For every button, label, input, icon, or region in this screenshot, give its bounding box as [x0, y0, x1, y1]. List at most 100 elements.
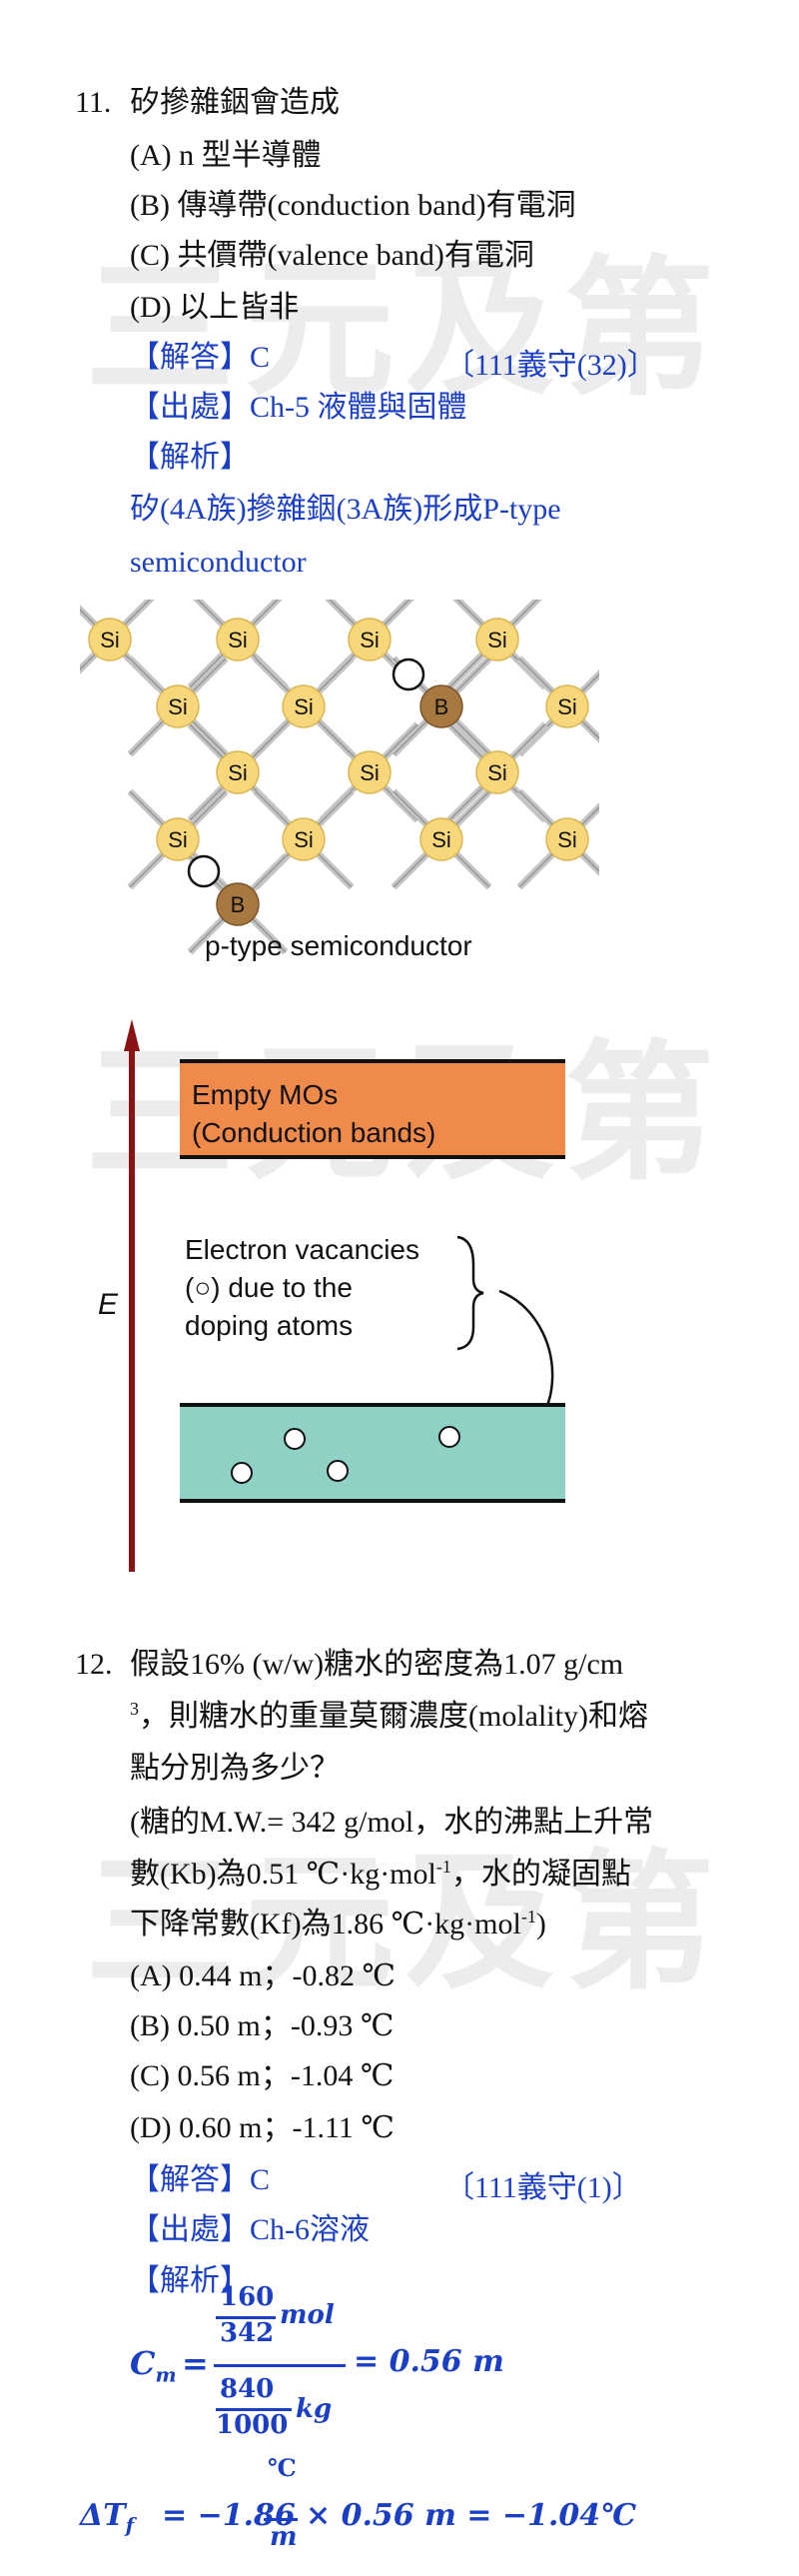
superscript: -1 [435, 1857, 451, 1877]
valence-band-bottom-edge [180, 1499, 565, 1503]
silicon-atom [348, 750, 392, 794]
delta-t-symbol: ΔT [80, 2498, 126, 2533]
question-12-given-line: 下降常數(Kf)為1.86 ℃·kg·mol-1) [130, 1907, 546, 1942]
stem-text: ，則糖水的重量莫爾濃度(molality)和熔 [139, 1700, 648, 1733]
question-11-stem: 矽摻雜銦會造成 [130, 86, 340, 119]
silicon-atom [282, 817, 326, 861]
question-11-analysis-label: 【解析】 [130, 441, 250, 474]
silicon-atom [545, 817, 589, 861]
electron-hole [187, 854, 221, 888]
question-12-option-a: (A) 0.44 m；-0.82 ℃ [130, 1959, 397, 1992]
silicon-atom-label: Si [294, 694, 314, 719]
question-12-option-d: (D) 0.60 m；-1.11 ℃ [130, 2111, 395, 2144]
conduction-band-top-edge [180, 1059, 565, 1063]
silicon-atom-label: Si [168, 827, 188, 852]
question-12-stem-line: 假設16% (w/w)糖水的密度為1.07 g/cm [130, 1648, 624, 1681]
kg-unit: kg [296, 2394, 333, 2424]
molality-subscript: m [155, 2362, 177, 2387]
question-11-analysis-line: 矽(4A族)摻雜銦(3A族)形成P-type [130, 493, 561, 526]
band-diagram: E Empty MOs (Conduction bands) Electron … [98, 1019, 565, 1572]
silicon-atom-label: Si [360, 760, 380, 785]
silicon-atom [216, 750, 260, 794]
question-12-reference: 〔111義守(1)〕 [444, 2171, 642, 2204]
superscript: 3 [130, 1699, 139, 1719]
boron-atom-label: B [231, 892, 246, 917]
energy-axis-label: E [98, 1288, 119, 1321]
question-11-analysis-line: semiconductor [130, 546, 307, 579]
question-11-answer: 【解答】C [130, 341, 271, 374]
silicon-atom-label: Si [431, 827, 451, 852]
question-12-option-b: (B) 0.50 m；-0.93 ℃ [130, 2009, 395, 2042]
electron-vacancy [438, 1426, 460, 1448]
silicon-atom [282, 684, 326, 728]
inner-fraction-line [216, 2408, 292, 2411]
superscript: -1 [520, 1907, 536, 1927]
electron-hole [392, 657, 425, 691]
given-text: 數(Kb)為0.51 ℃·kg·mol [130, 1858, 436, 1891]
inner-fraction-line [216, 2316, 276, 2319]
molality-symbol: C [130, 2344, 156, 2382]
watermark-text: 三元及第 [84, 243, 724, 417]
question-11-number: 11. [75, 86, 112, 119]
solvent-mass: 840 [220, 2374, 275, 2404]
boron-atom [419, 684, 463, 728]
question-12-option-c: (C) 0.56 m；-1.04 ℃ [130, 2059, 395, 2092]
question-12-number: 12. [75, 1648, 113, 1681]
silicon-atom-label: Si [168, 694, 188, 719]
delta-t-subscript: f [125, 2513, 135, 2537]
grams-per-kg: 1000 [216, 2410, 289, 2440]
delta-t-lhs: ΔTf [80, 2498, 134, 2537]
vacancy-note: Electron vacancies [185, 1234, 419, 1265]
silicon-atom [545, 684, 589, 728]
unit-fraction-line [264, 2518, 298, 2521]
silicon-atom [475, 618, 519, 661]
silicon-atom [419, 817, 463, 861]
given-text: 下降常數(Kf)為1.86 ℃·kg·mol [130, 1908, 521, 1940]
silicon-atom-label: Si [487, 760, 507, 785]
valence-band-box [180, 1405, 565, 1501]
kf-value: = −1.86 [162, 2498, 296, 2533]
vacancy-note: doping atoms [185, 1310, 353, 1341]
question-11-option-d: (D) 以上皆非 [130, 291, 300, 324]
silicon-atom [156, 684, 200, 728]
note-brace [456, 1235, 484, 1351]
conduction-band-box [180, 1061, 565, 1157]
conduction-band-label: (Conduction bands) [192, 1117, 435, 1148]
question-12-analysis-label: 【解析】 [130, 2264, 250, 2297]
molality-lhs: Cm [130, 2344, 177, 2386]
equals-sign: = [182, 2344, 209, 2382]
silicon-atom [156, 817, 200, 861]
molar-mass: 342 [220, 2318, 275, 2348]
question-12-answer: 【解答】C [130, 2163, 271, 2196]
silicon-atom [216, 618, 260, 661]
question-12-stem-line: 點分別為多少？ [130, 1752, 340, 1785]
question-11-option-a: (A) n 型半導體 [130, 139, 322, 172]
silicon-atom-label: Si [100, 628, 120, 652]
molal-unit: m [270, 2522, 298, 2552]
boron-atom-label: B [434, 694, 449, 719]
main-fraction-line [214, 2364, 346, 2367]
question-12-stem-line: 3，則糖水的重量莫爾濃度(molality)和熔 [130, 1699, 648, 1735]
watermark-text: 三元及第 [84, 1837, 724, 2010]
silicon-atom-label: Si [294, 827, 314, 852]
valence-band-top-edge [180, 1403, 565, 1407]
silicon-atom [348, 618, 392, 661]
silicon-atom-label: Si [228, 760, 248, 785]
conduction-band-label: Empty MOs [192, 1079, 338, 1110]
energy-axis-arrowhead [124, 1019, 140, 1051]
question-11-source: 【出處】Ch-5 液體與固體 [130, 391, 467, 424]
question-12-given-line: 數(Kb)為0.51 ℃·kg·mol-1，水的凝固點 [130, 1857, 631, 1893]
molality-result: = 0.56 m [354, 2344, 504, 2379]
boron-atom [216, 882, 260, 926]
lattice-caption: p-type semiconductor [205, 930, 472, 961]
silicon-atom [475, 750, 519, 794]
question-11-reference: 〔111義守(32)〕 [444, 349, 657, 382]
freezing-point-result: × 0.56 m = −1.04℃ [306, 2498, 637, 2533]
given-text: ) [535, 1908, 546, 1940]
mol-unit: mol [280, 2300, 335, 2330]
given-text: ，水的凝固點 [450, 1858, 631, 1891]
question-12-given-line: (糖的M.W.= 342 g/mol，水的沸點上升常 [130, 1806, 654, 1839]
question-12-source: 【出處】Ch-6溶液 [130, 2213, 370, 2246]
